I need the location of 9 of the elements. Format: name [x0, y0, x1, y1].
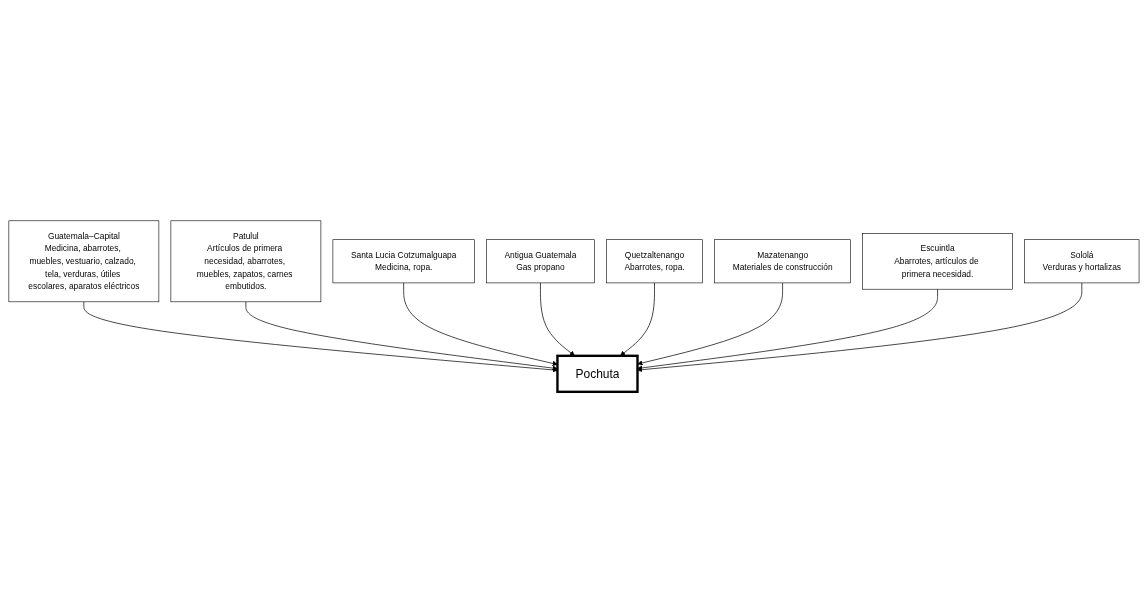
node-box: Santa Lucia Cotzumalguapa Medicina, ropa. — [332, 239, 475, 283]
node-box: Pochuta — [556, 354, 639, 393]
node-box: Mazatenango Materiales de construcción — [714, 239, 851, 283]
node-box: Antigua Guatemala Gas propano — [486, 239, 595, 283]
node-box: Escuintla Abarrotes, artículos de primera necesidad. — [862, 232, 1013, 290]
node-box: Guatemala–Capital Medicina, abarrotes, muebles, vestuario, calzado, tela, verduras, útiles escolares, aparatos eléctricos — [8, 220, 160, 302]
node-box: Quetzaltenango Abarrotes, ropa. — [606, 239, 703, 283]
node-box: Patulul Artículos de primera necesidad, abarrotes, muebles, zapatos, carnes embutidos. — [170, 220, 322, 302]
node-box: Sololá Verduras y hortalizas — [1024, 239, 1140, 283]
